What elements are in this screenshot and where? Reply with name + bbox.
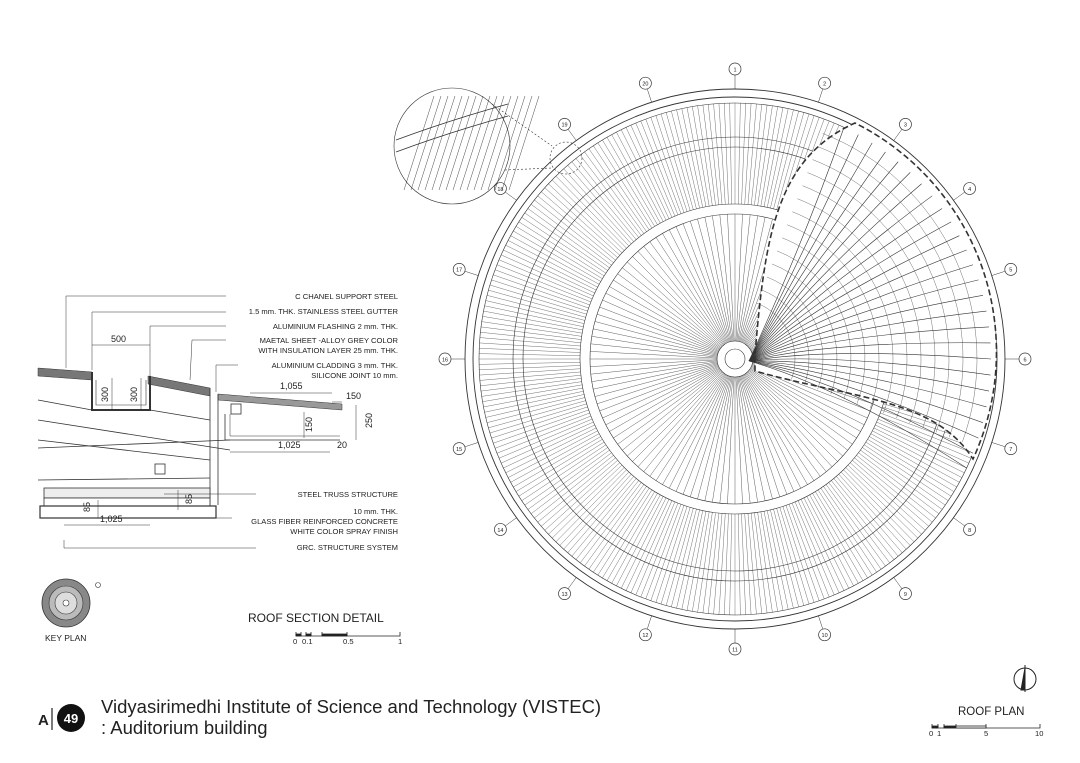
gridline-bubble [452, 263, 466, 276]
sheet-number: 49 [64, 711, 78, 726]
gridline-bubble-label: 20 [642, 81, 648, 87]
gridline-bubble [639, 76, 652, 90]
gridline-bubble-label: 2 [823, 81, 826, 87]
section-callouts: C CHANEL SUPPORT STEEL 1.5 mm. THK. STAI… [249, 292, 399, 552]
gridline-bubble [1018, 352, 1032, 366]
dimension-label: 85 [184, 494, 194, 504]
gridline-bubble-label: 10 [822, 633, 828, 639]
gridline-bubble-label: 18 [497, 187, 503, 193]
sheet-number-badge [57, 704, 85, 732]
gridline-bubble-label: 5 [1009, 268, 1012, 274]
dimension-label: 150 [304, 417, 314, 432]
dimension-label: 150 [346, 391, 361, 401]
dimension-label: 20 [337, 440, 347, 450]
gridline-bubble [452, 442, 466, 455]
gridline-bubble-label: 9 [904, 592, 907, 598]
gridline-bubble [1004, 442, 1018, 455]
section-scale-bar [295, 632, 401, 637]
project-subtitle: : Auditorium building [101, 717, 268, 738]
gridline-bubble [963, 182, 976, 195]
dimension-label: 500 [111, 334, 126, 344]
gridline-bubble [438, 352, 452, 366]
gridline-bubble-label: 12 [642, 633, 648, 639]
key-plan-label: KEY PLAN [45, 633, 86, 643]
scale-label: 10 [1035, 729, 1043, 738]
callout-grc-structure: GRC. STRUCTURE SYSTEM [297, 543, 398, 552]
callout-gutter: 1.5 mm. THK. STAINLESS STEEL GUTTER [249, 307, 399, 316]
north-arrow-icon [1013, 665, 1037, 692]
callout-flashing: ALUMINIUM FLASHING 2 mm. THK. [273, 322, 398, 331]
gridline-bubble-label: 19 [561, 123, 567, 129]
gridline-bubble-label: 6 [1023, 357, 1026, 363]
scale-label: 5 [984, 729, 988, 738]
dimension-label: 1,025 [278, 440, 301, 450]
scale-label: 0.1 [302, 637, 313, 646]
gridline-bubble-label: 4 [968, 187, 971, 193]
callout-thickness: 10 mm. THK. [353, 507, 398, 516]
gridline-bubble [818, 76, 831, 90]
callout-spray-finish: WHITE COLOR SPRAY FINISH [290, 527, 398, 536]
dimension-label: 300 [100, 387, 110, 402]
key-plan-diagram [41, 578, 101, 628]
scale-label: 0.5 [343, 637, 354, 646]
callout-insulation: WITH INSULATION LAYER 25 mm. THK. [258, 346, 398, 355]
callout-silicone: SILICONE JOINT 10 mm. [311, 371, 398, 380]
callout-c-channel: C CHANEL SUPPORT STEEL [295, 292, 398, 301]
scale-label: 1 [398, 637, 402, 646]
roof-plan-scale-bar [931, 724, 1041, 729]
gridline-bubble-label: 17 [456, 268, 462, 274]
dimension-label: 85 [82, 502, 92, 512]
roof-section-detail-drawing [37, 295, 357, 549]
gridline-bubble [558, 587, 571, 600]
callout-metal-sheet: MAETAL SHEET -ALLOY GREY COLOR [260, 336, 399, 345]
roof-plan-title: ROOF PLAN [958, 706, 1024, 718]
gridline-bubble [963, 523, 976, 536]
gridline-bubble-label: 13 [561, 592, 567, 598]
gridline-bubble-label: 11 [732, 647, 738, 653]
project-title: Vidyasirimedhi Institute of Science and … [101, 696, 601, 717]
gridline-bubble-label: 1 [733, 67, 736, 73]
sheet-prefix: A [38, 712, 49, 729]
scale-label: 0 [293, 637, 297, 646]
section-dimensions: 500 300 300 1,055 150 250 150 1,025 20 8… [82, 334, 374, 524]
gridline-bubble [899, 118, 912, 131]
gridline-bubble-label: 8 [968, 528, 971, 534]
gridline-bubble [899, 587, 912, 600]
gridline-bubble-label: 14 [497, 528, 503, 534]
dimension-label: 1,055 [280, 381, 303, 391]
dimension-label: 300 [129, 387, 139, 402]
dimension-label: 1,025 [100, 514, 123, 524]
gridline-bubble-label: 16 [442, 357, 448, 363]
callout-cladding: ALUMINIUM CLADDING 3 mm. THK. [272, 361, 398, 370]
gridline-bubble [1004, 263, 1018, 276]
gridline-bubble [558, 118, 571, 131]
gridline-bubble-label: 15 [456, 447, 462, 453]
callout-steel-truss: STEEL TRUSS STRUCTURE [298, 490, 398, 499]
gridline-bubble [494, 523, 507, 536]
gridline-bubble [639, 628, 652, 642]
enlarged-detail-circle [393, 87, 583, 205]
gridline-bubble [818, 628, 831, 642]
roof-plan-spiral-zone [748, 122, 998, 469]
section-detail-title: ROOF SECTION DETAIL [248, 611, 384, 625]
gridline-bubble [728, 62, 742, 76]
gridline-bubble [728, 642, 742, 656]
scale-label: 1 [937, 729, 941, 738]
gridline-bubble-label: 3 [904, 123, 907, 129]
dimension-label: 250 [364, 413, 374, 428]
scale-label: 0 [929, 729, 933, 738]
gridline-bubble-label: 7 [1009, 447, 1012, 453]
callout-grc: GLASS FIBER REINFORCED CONCRETE [251, 517, 398, 526]
